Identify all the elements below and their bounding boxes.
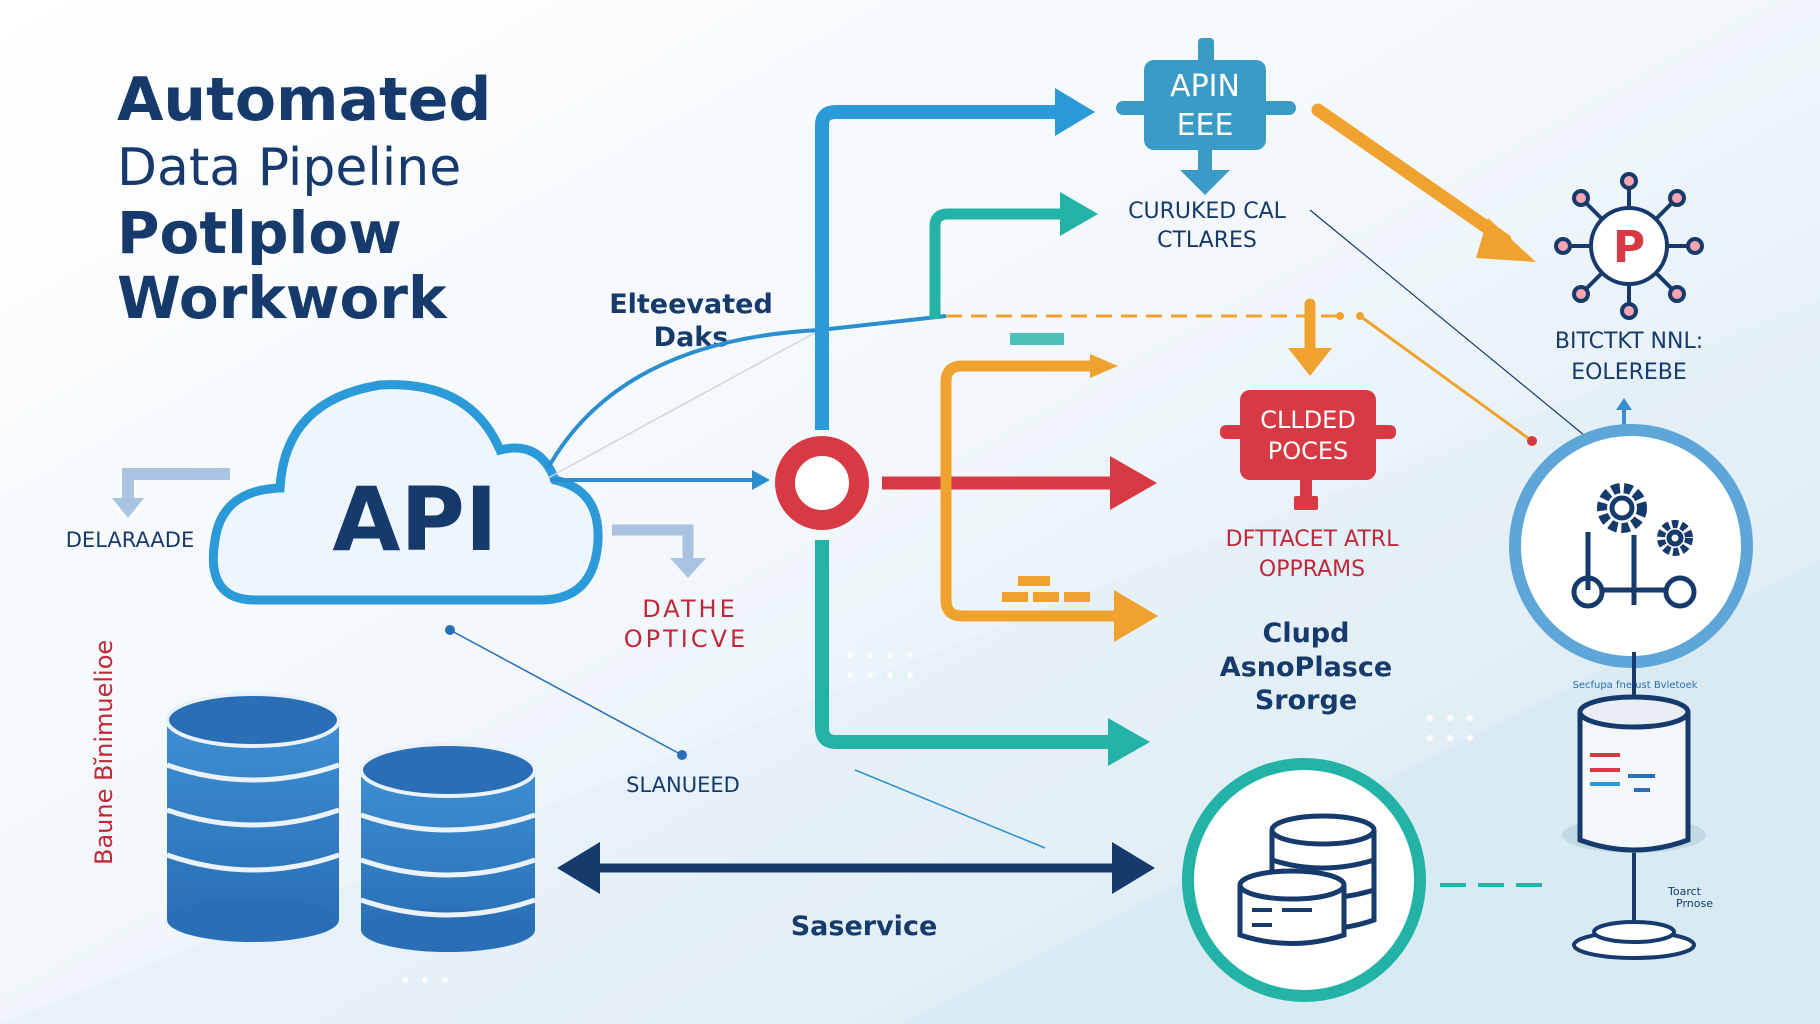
- arrowhead: [670, 558, 706, 578]
- small-badge: [1010, 333, 1064, 345]
- network-letter: P: [1613, 222, 1645, 273]
- title-line-3: Potlplow: [117, 199, 402, 267]
- label-bitctkt-1: BITCTKT NNL:: [1555, 329, 1703, 354]
- label-clupd-1: Clupd: [1263, 618, 1350, 649]
- label-elevated-1: Elteevated: [609, 289, 773, 320]
- arrowhead: [1110, 456, 1157, 510]
- label-clupd-2: AsnoPlasce: [1220, 652, 1392, 683]
- label-toarct-2: Prnose: [1676, 897, 1713, 910]
- api-box-label-1: APIN: [1170, 69, 1240, 104]
- arrowhead: [752, 470, 770, 490]
- connector-arrow: [612, 524, 694, 562]
- label-clupd-3: Srorge: [1255, 685, 1357, 716]
- process-box: [1220, 390, 1396, 510]
- connector-dot: [1527, 436, 1537, 446]
- label-curuked-2: CTLARES: [1157, 228, 1257, 253]
- label-dathe-2: OPTICVE: [624, 625, 748, 653]
- orange-diagonal-arrow: [1311, 103, 1512, 247]
- gear-icon: [1571, 483, 1697, 609]
- thin-connector: [854, 769, 1046, 849]
- thin-connector: [1309, 209, 1591, 441]
- arrowhead: [1055, 88, 1095, 136]
- arrowhead-right: [1112, 842, 1155, 894]
- title-line-2: Data Pipeline: [117, 138, 461, 198]
- brick-icon: [1002, 576, 1090, 602]
- connector-dot: [445, 625, 455, 635]
- database-icon: [359, 742, 537, 952]
- arrowhead: [1114, 590, 1158, 642]
- label-bitctkt-2: EOLEREBE: [1571, 360, 1687, 385]
- cloud-icon: [208, 380, 603, 605]
- hub-node: [775, 436, 869, 530]
- label-vertical: Baune Bĭnimuelioe: [90, 640, 118, 865]
- label-curuked-1: CURUKED CAL: [1128, 199, 1287, 224]
- label-dfttacet-1: DFTTACET ATRL: [1226, 527, 1399, 552]
- curve-connector: [546, 314, 947, 469]
- database-icon: [165, 692, 341, 942]
- network-icon: [1554, 172, 1704, 320]
- thin-connector: [1359, 314, 1533, 443]
- server-base-icon: [1572, 920, 1696, 960]
- arrowhead-left: [557, 842, 600, 894]
- api-box: [1116, 38, 1296, 195]
- process-box-label-2: POCES: [1268, 437, 1349, 465]
- title-line-1: Automated: [117, 65, 491, 135]
- api-box-label-2: EEE: [1177, 108, 1234, 143]
- label-toarct-1: Toarct: [1667, 885, 1702, 898]
- teal-flow-line: [815, 540, 1115, 749]
- blue-flow-line: [815, 105, 1060, 430]
- cylinder-icon: [1562, 694, 1706, 853]
- arrowhead: [1288, 348, 1332, 376]
- label-delaraade: DELARAADE: [66, 528, 194, 552]
- connector-arrow: [122, 468, 230, 500]
- arrowhead: [1616, 398, 1632, 410]
- label-dathe-1: DATHE: [642, 595, 737, 623]
- connector-dot: [1336, 312, 1344, 320]
- decorative-dots: [402, 652, 1473, 983]
- process-box-label-1: CLLDED: [1260, 406, 1356, 434]
- label-saservice: Saservice: [791, 911, 938, 942]
- cloud-label: API: [332, 468, 497, 571]
- thin-connector: [449, 629, 683, 756]
- server-icon: [1237, 813, 1377, 946]
- arrowhead: [112, 498, 144, 518]
- connector-dot: [677, 750, 687, 760]
- title-line-4: Workwork: [117, 264, 448, 332]
- arrowhead: [1060, 192, 1098, 236]
- teal-flow-line: [929, 208, 1065, 319]
- arrowhead: [1090, 354, 1118, 378]
- label-dfttacet-2: OPPRAMS: [1259, 557, 1365, 582]
- arrowhead: [1476, 218, 1536, 262]
- label-elevated-2: Daks: [654, 322, 729, 353]
- label-cylinder-caption: Secfupa fne ust Bvletoek: [1572, 680, 1697, 691]
- label-slanueed: SLANUEED: [626, 773, 740, 797]
- thin-connector: [547, 329, 821, 479]
- arrowhead: [1108, 718, 1150, 766]
- gear-circle: [1509, 424, 1753, 668]
- orange-flow-line: [940, 360, 1120, 622]
